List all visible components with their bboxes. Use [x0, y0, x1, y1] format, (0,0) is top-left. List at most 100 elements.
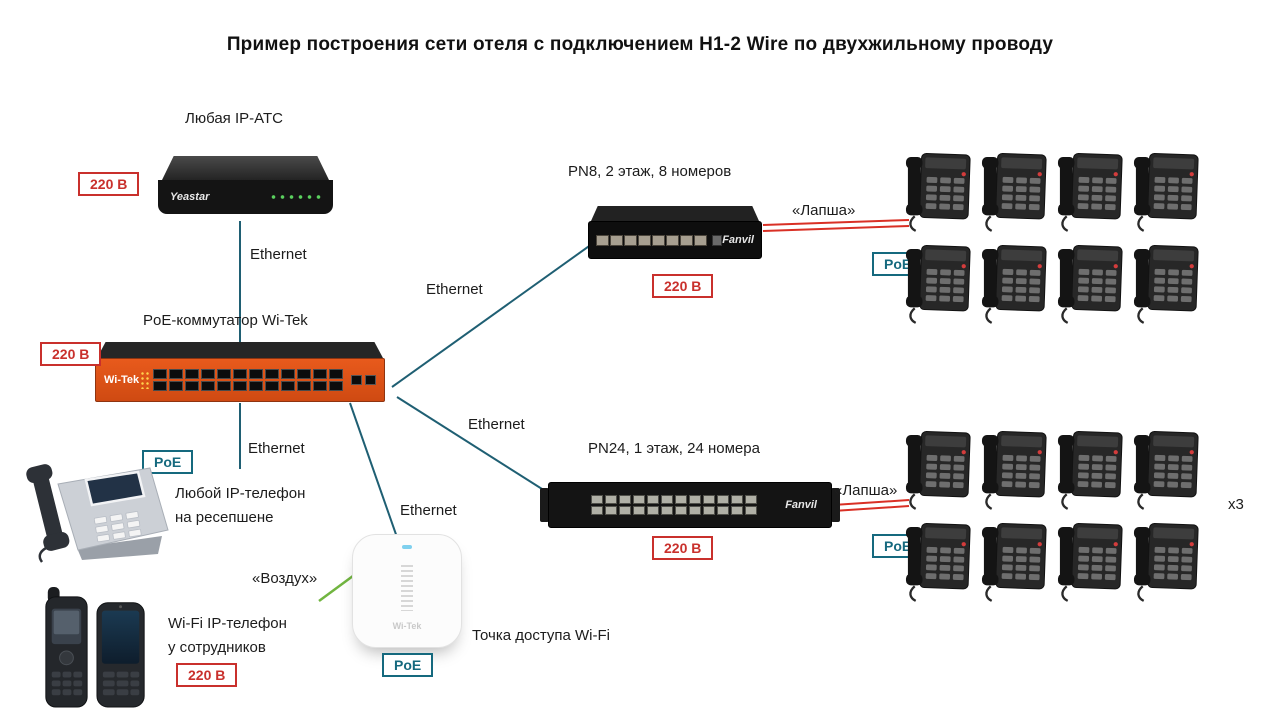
desk-phone-icon — [905, 150, 981, 242]
ethernet-port — [703, 495, 715, 504]
air-label: «Воздух» — [252, 570, 318, 587]
phone-group-floor2 — [905, 150, 1209, 334]
lapsha-label-floor1: «Лапша» — [834, 482, 898, 499]
core-switch-leds — [140, 371, 149, 389]
ethernet-port — [661, 495, 673, 504]
desk-phone-icon — [981, 150, 1057, 242]
ethernet-port — [717, 495, 729, 504]
core-switch-top-face — [97, 342, 383, 358]
desk-phone-icon — [1133, 428, 1209, 520]
ethernet-port — [169, 369, 183, 379]
lapsha-line-floor1-b — [832, 505, 910, 512]
power-badge-pn8: 220 В — [652, 274, 714, 298]
ethernet-port — [610, 234, 623, 246]
ethernet-port — [638, 234, 651, 246]
ethernet-port — [297, 369, 311, 379]
ethernet-port — [329, 369, 343, 379]
core-switch-front-face: Wi-Tek — [95, 358, 385, 402]
desk-phone-icon — [1057, 428, 1133, 520]
ethernet-port — [675, 495, 687, 504]
ethernet-port — [313, 381, 327, 391]
ethernet-port — [201, 381, 215, 391]
desk-phone-icon — [981, 428, 1057, 520]
link-switch-pn24 — [396, 396, 562, 502]
ethernet-port — [329, 381, 343, 391]
desk-phone-icon — [905, 520, 981, 612]
lapsha-label-floor2: «Лапша» — [792, 202, 856, 219]
power-badge-pbx: 220 В — [78, 172, 140, 196]
ethernet-port — [217, 369, 231, 379]
ethernet-port — [265, 381, 279, 391]
ethernet-port — [633, 506, 645, 515]
ap-brand-logo: Wi-Tek — [392, 621, 422, 631]
ethernet-port — [591, 495, 603, 504]
core-switch-port-block — [153, 369, 343, 391]
ethernet-port — [666, 234, 679, 246]
desk-phone-icon — [1057, 520, 1133, 612]
diagram-title: Пример построения сети отеля с подключен… — [226, 34, 1054, 55]
ethernet-port — [703, 506, 715, 515]
ethernet-port — [169, 381, 183, 391]
ethernet-port — [689, 495, 701, 504]
ap-label: Точка доступа Wi-Fi — [472, 627, 610, 644]
ethernet-port — [731, 495, 743, 504]
core-switch-device: Wi-Tek — [95, 342, 385, 402]
reception-phone-label-line1: Любой IP-телефон — [175, 485, 306, 502]
pn8-port-block — [596, 234, 707, 246]
desk-phone-icon — [905, 428, 981, 520]
pn8-top-face — [591, 206, 759, 221]
ethernet-port — [745, 506, 757, 515]
poe-badge-ap: PoE — [382, 653, 434, 677]
ethernet-label-switch-reception: Ethernet — [248, 440, 305, 457]
pbx-label: Любая IP-АТС — [185, 110, 283, 127]
wifi-handsets-image — [36, 582, 154, 719]
core-switch-brand-logo: Wi-Tek — [104, 374, 140, 386]
pn8-front-face: Fanvil — [588, 221, 762, 259]
lapsha-line-floor2-a — [762, 219, 910, 226]
phone-group-floor1 — [905, 428, 1209, 612]
ethernet-port — [647, 506, 659, 515]
reception-phone-label-line2: на ресепшене — [175, 509, 274, 526]
ethernet-label-switch-pn8: Ethernet — [426, 281, 483, 298]
link-switch-pn8 — [391, 238, 600, 388]
pn8-brand-logo: Fanvil — [722, 234, 754, 246]
desk-phone-icon — [981, 520, 1057, 612]
lapsha-line-floor1-a — [832, 499, 910, 506]
desk-phone-icon — [905, 242, 981, 334]
pn8-switch-device: Fanvil — [588, 206, 762, 262]
reception-phone-image — [22, 448, 172, 571]
desk-phone-icon — [1057, 242, 1133, 334]
wifi-phone-label-line1: Wi-Fi IP-телефон — [168, 615, 287, 632]
ethernet-port — [605, 495, 617, 504]
pbx-top-face — [162, 156, 329, 180]
wifi-phone-label-line2: у сотрудников — [168, 639, 266, 656]
ethernet-label-switch-ap: Ethernet — [400, 502, 457, 519]
reception-phone-label: Любой IP-телефон на ресепшене — [175, 482, 305, 530]
ethernet-port — [313, 369, 327, 379]
pbx-status-leds — [269, 194, 321, 200]
pn24-brand-logo: Fanvil — [785, 499, 817, 511]
ethernet-port — [185, 381, 199, 391]
pbx-front-face: Yeastar — [158, 180, 333, 214]
pn8-label: PN8, 2 этаж, 8 номеров — [568, 163, 732, 180]
ethernet-port — [661, 506, 673, 515]
ap-vent-grille — [401, 565, 413, 611]
ethernet-port — [675, 506, 687, 515]
multiplier-label: x3 — [1228, 496, 1244, 513]
ethernet-port — [731, 506, 743, 515]
desk-phone-icon — [1133, 150, 1209, 242]
ethernet-port — [265, 369, 279, 379]
pn24-label: PN24, 1 этаж, 24 номера — [588, 440, 760, 457]
wifi-phone-label: Wi-Fi IP-телефон у сотрудников — [168, 612, 287, 660]
desk-phone-icon — [1057, 150, 1133, 242]
ethernet-port — [689, 506, 701, 515]
ethernet-port — [153, 381, 167, 391]
ethernet-port — [619, 495, 631, 504]
ethernet-port — [652, 234, 665, 246]
ethernet-port — [624, 234, 637, 246]
core-switch-label: PoE-коммутатор Wi-Tek — [143, 312, 308, 329]
ethernet-port — [201, 369, 215, 379]
ethernet-port — [217, 381, 231, 391]
ap-status-led — [402, 545, 412, 549]
ethernet-port — [185, 369, 199, 379]
